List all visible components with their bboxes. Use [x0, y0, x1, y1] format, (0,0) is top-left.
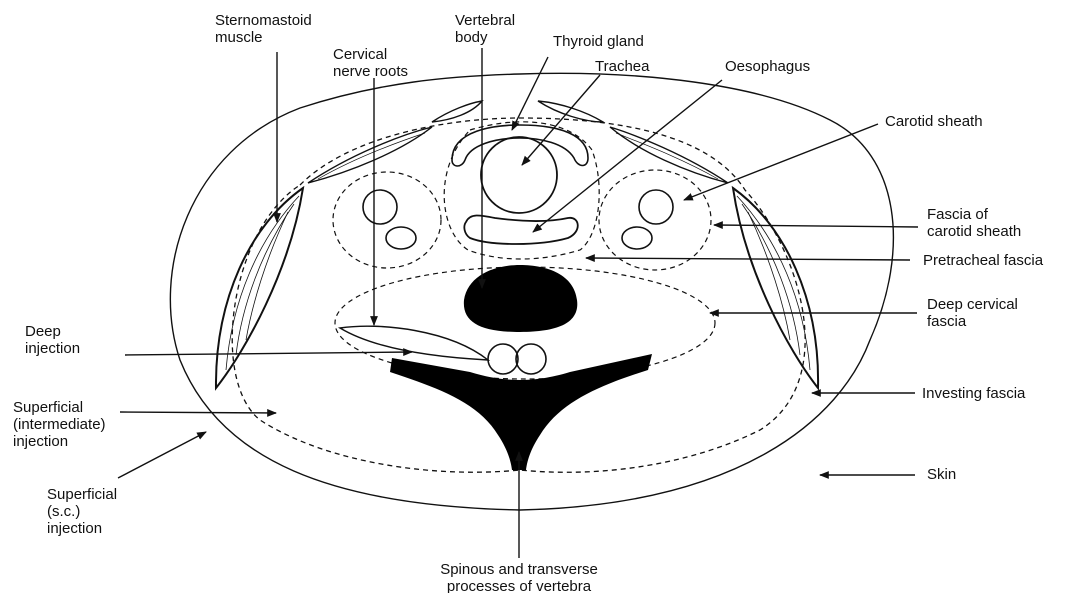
- leader-thyroid: [512, 57, 548, 130]
- common-carotid-right: [639, 190, 673, 224]
- sternomastoid-muscle-left: [216, 188, 303, 388]
- label-spinous-transverse-processes: Spinous and transverse processes of vert…: [404, 561, 634, 593]
- spinal-cord: [488, 344, 546, 374]
- internal-jugular-left: [386, 227, 416, 249]
- trachea: [481, 137, 557, 213]
- label-thyroid-gland: Thyroid gland: [553, 33, 644, 50]
- spinous-transverse-processes: [390, 354, 652, 470]
- leader-pretracheal: [586, 258, 910, 260]
- leader-fascia-carotid: [714, 225, 918, 227]
- internal-jugular-right: [622, 227, 652, 249]
- label-deep-injection: Deep injection: [25, 323, 80, 357]
- leader-carotid-sheath: [684, 124, 878, 200]
- pretracheal-fascia: [444, 122, 599, 259]
- label-carotid-sheath: Carotid sheath: [885, 113, 983, 130]
- label-investing-fascia: Investing fascia: [922, 385, 1025, 402]
- leader-superficial-intermediate: [120, 412, 276, 413]
- label-pretracheal-fascia: Pretracheal fascia: [923, 252, 1043, 269]
- label-superficial-intermediate-injection: Superficial (intermediate) injection: [13, 399, 106, 450]
- label-deep-cervical-fascia: Deep cervical fascia: [927, 296, 1018, 330]
- label-oesophagus: Oesophagus: [725, 58, 810, 75]
- label-fascia-of-carotid-sheath: Fascia of carotid sheath: [927, 206, 1021, 240]
- leader-superficial-sc: [118, 432, 206, 478]
- label-vertebral-body: Vertebral body: [455, 12, 515, 46]
- label-trachea: Trachea: [595, 58, 649, 75]
- label-skin: Skin: [927, 466, 956, 483]
- vertebral-body: [464, 265, 577, 332]
- leader-oesophagus: [533, 80, 722, 232]
- sternomastoid-muscle-right: [733, 188, 818, 388]
- carotid-sheath-right: [599, 170, 711, 270]
- cervical-nerve-root: [340, 326, 488, 360]
- common-carotid-left: [363, 190, 397, 224]
- label-superficial-sc-injection: Superficial (s.c.) injection: [47, 486, 117, 537]
- label-sternomastoid-muscle: Sternomastoid muscle: [215, 12, 312, 46]
- carotid-sheath-left: [333, 172, 441, 268]
- leader-deep-injection: [125, 352, 412, 355]
- label-cervical-nerve-roots: Cervical nerve roots: [333, 46, 408, 80]
